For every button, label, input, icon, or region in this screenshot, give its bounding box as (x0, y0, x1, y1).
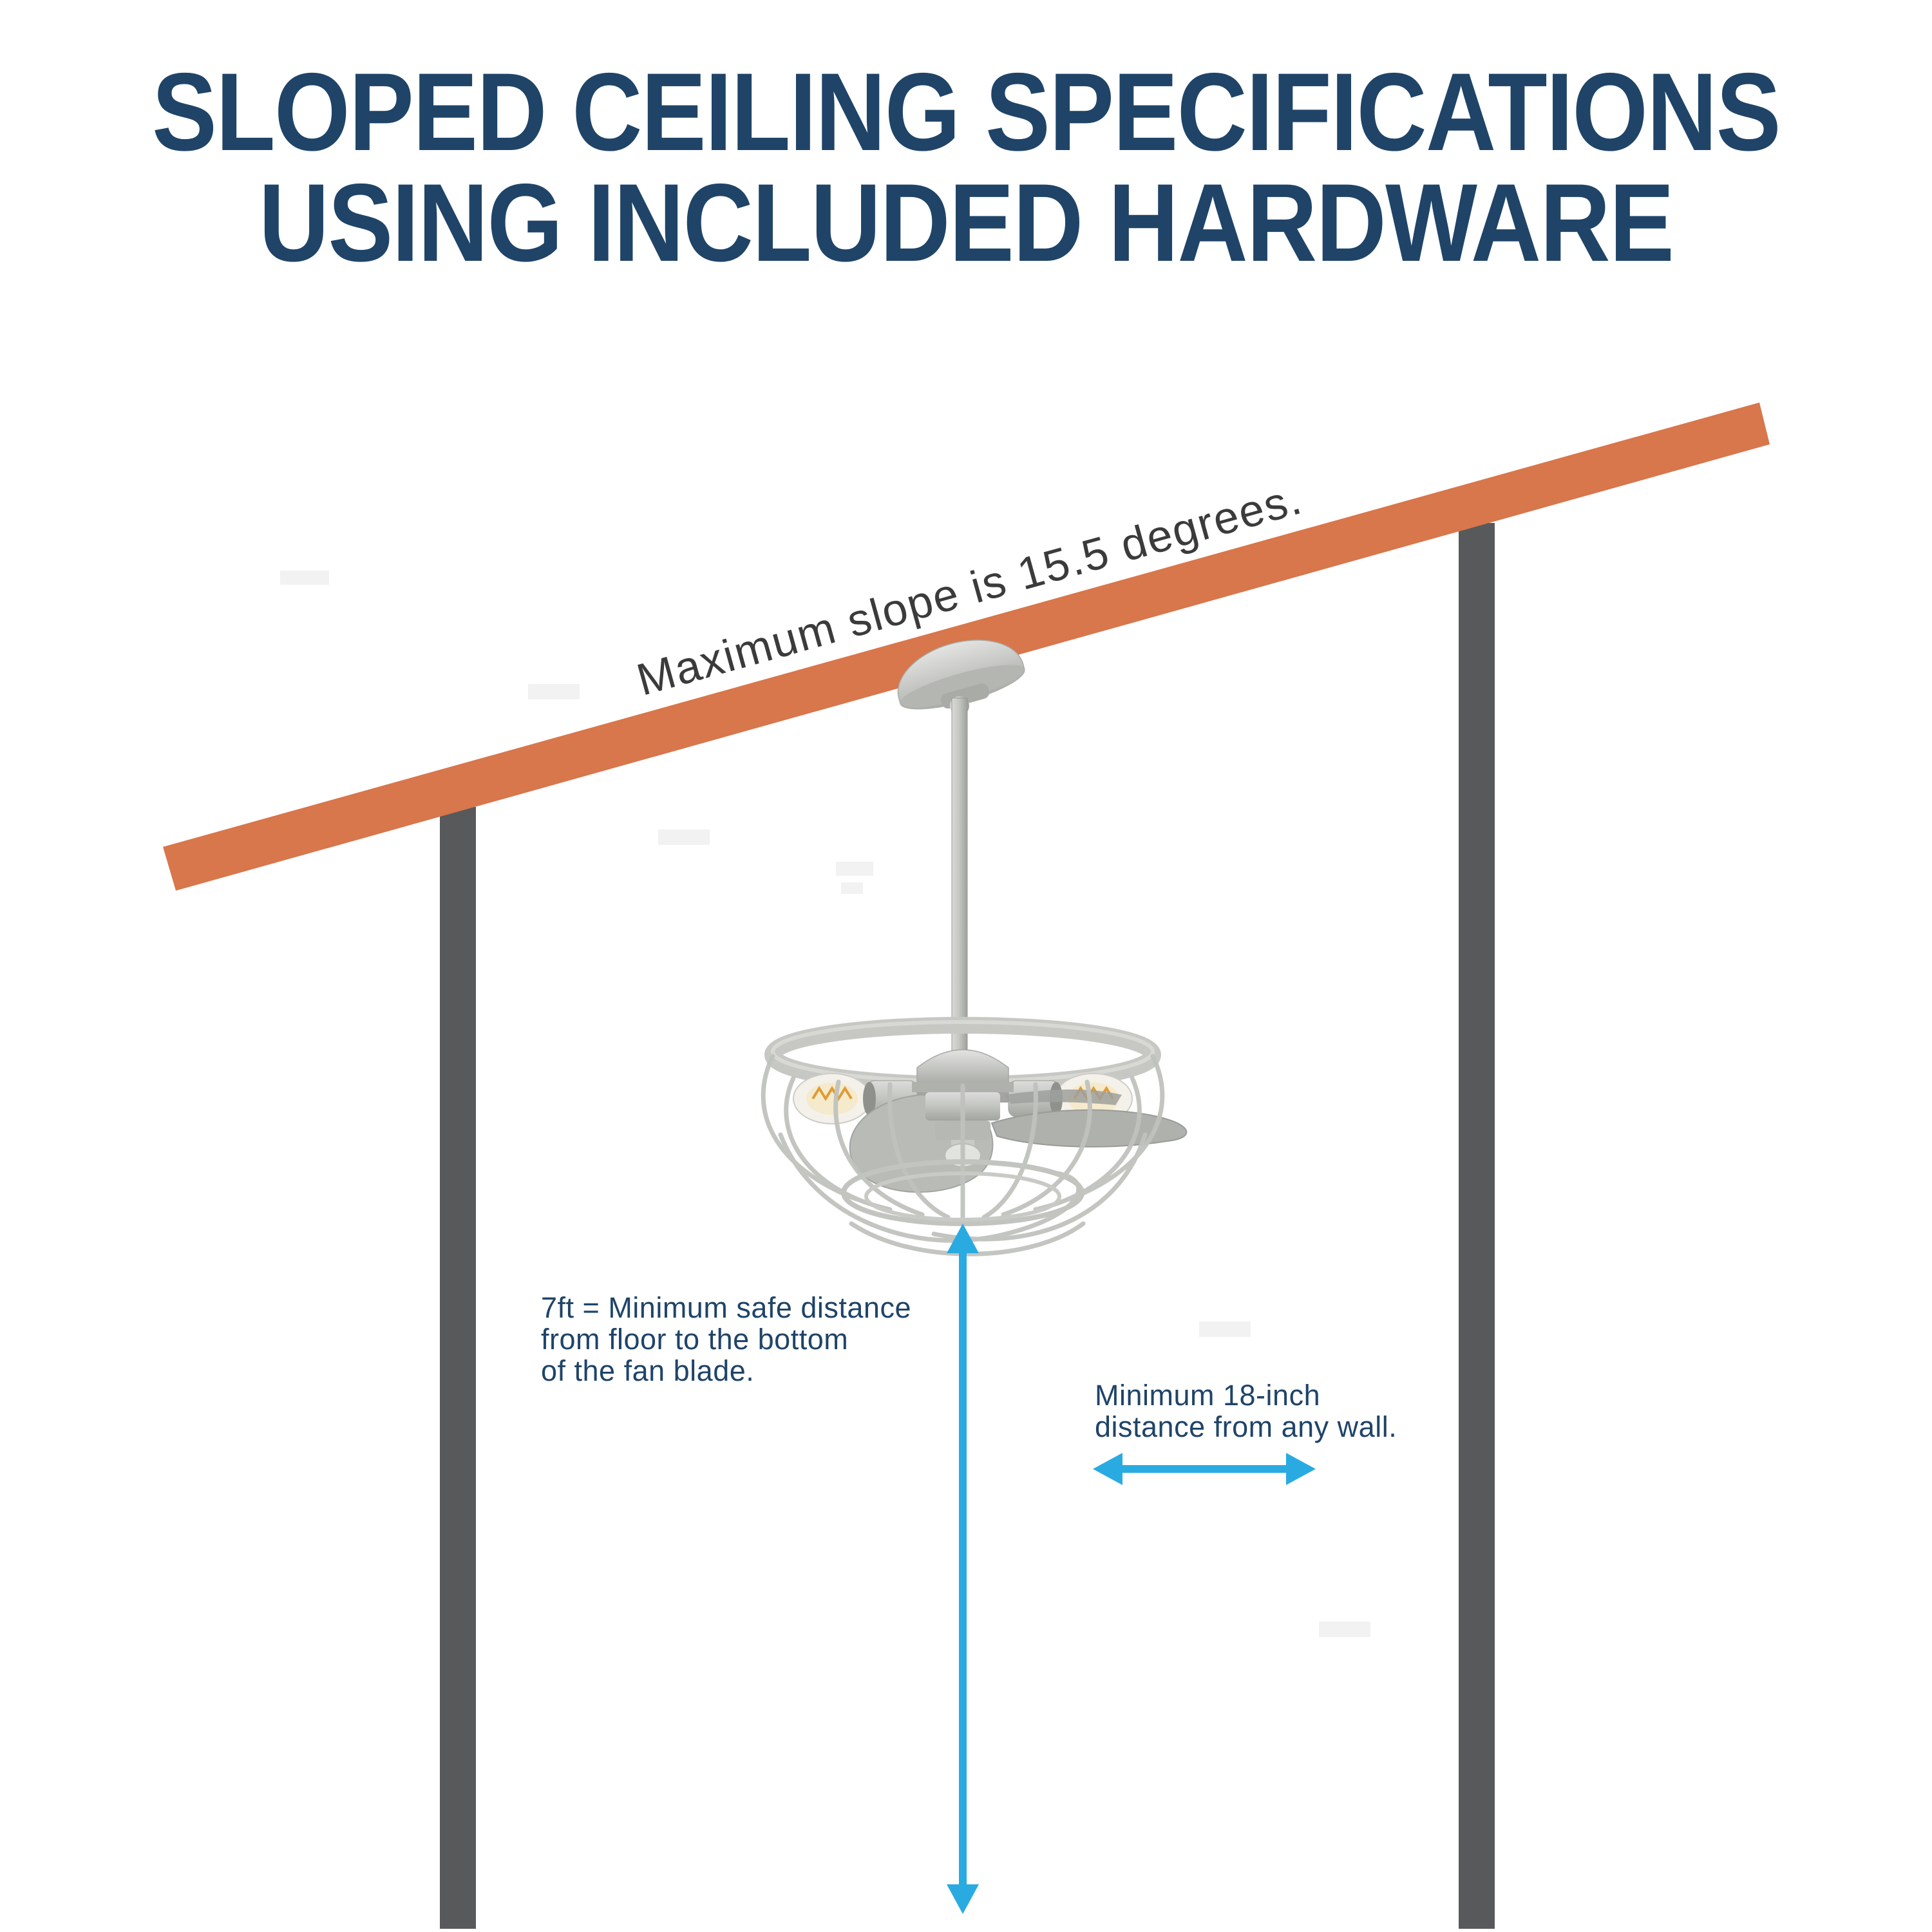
page-title-line2: USING INCLUDED HARDWARE (258, 161, 1674, 285)
cage-bottom-ring-inner (864, 1171, 1061, 1222)
min-wall-distance-arrow (1093, 1453, 1316, 1485)
arrow-right-icon (1286, 1453, 1316, 1485)
floor-clearance-note: 7ft = Minimum safe distance from floor t… (541, 1292, 911, 1387)
right-bulb-filament (1073, 1086, 1114, 1101)
wall-clearance-line2: distance from any wall. (1095, 1410, 1397, 1443)
fan-canopy (897, 639, 1025, 710)
page-title-line1: SLOPED CEILING SPECIFICATIONS (152, 50, 1781, 174)
left-wall (440, 807, 476, 1929)
arrow-up-icon (947, 1224, 979, 1253)
left-bulb-filament (811, 1086, 853, 1101)
wall-clearance-note: Minimum 18-inch distance from any wall. (1095, 1379, 1397, 1443)
floor-clearance-line3: of the fan blade. (541, 1354, 755, 1387)
floor-clearance-line2: from floor to the bottom (541, 1323, 849, 1356)
arrow-down-icon (947, 1884, 979, 1914)
wall-clearance-line1: Minimum 18-inch (1095, 1379, 1321, 1412)
min-floor-distance-arrow (947, 1224, 979, 1914)
floor-clearance-line1: 7ft = Minimum safe distance (541, 1291, 911, 1324)
arrow-left-icon (1093, 1453, 1122, 1485)
ceiling-fan (761, 1017, 1188, 1256)
page-title: SLOPED CEILING SPECIFICATIONS USING INCL… (0, 57, 1932, 278)
right-wall (1459, 523, 1495, 1929)
fan-downrod (951, 697, 968, 1057)
